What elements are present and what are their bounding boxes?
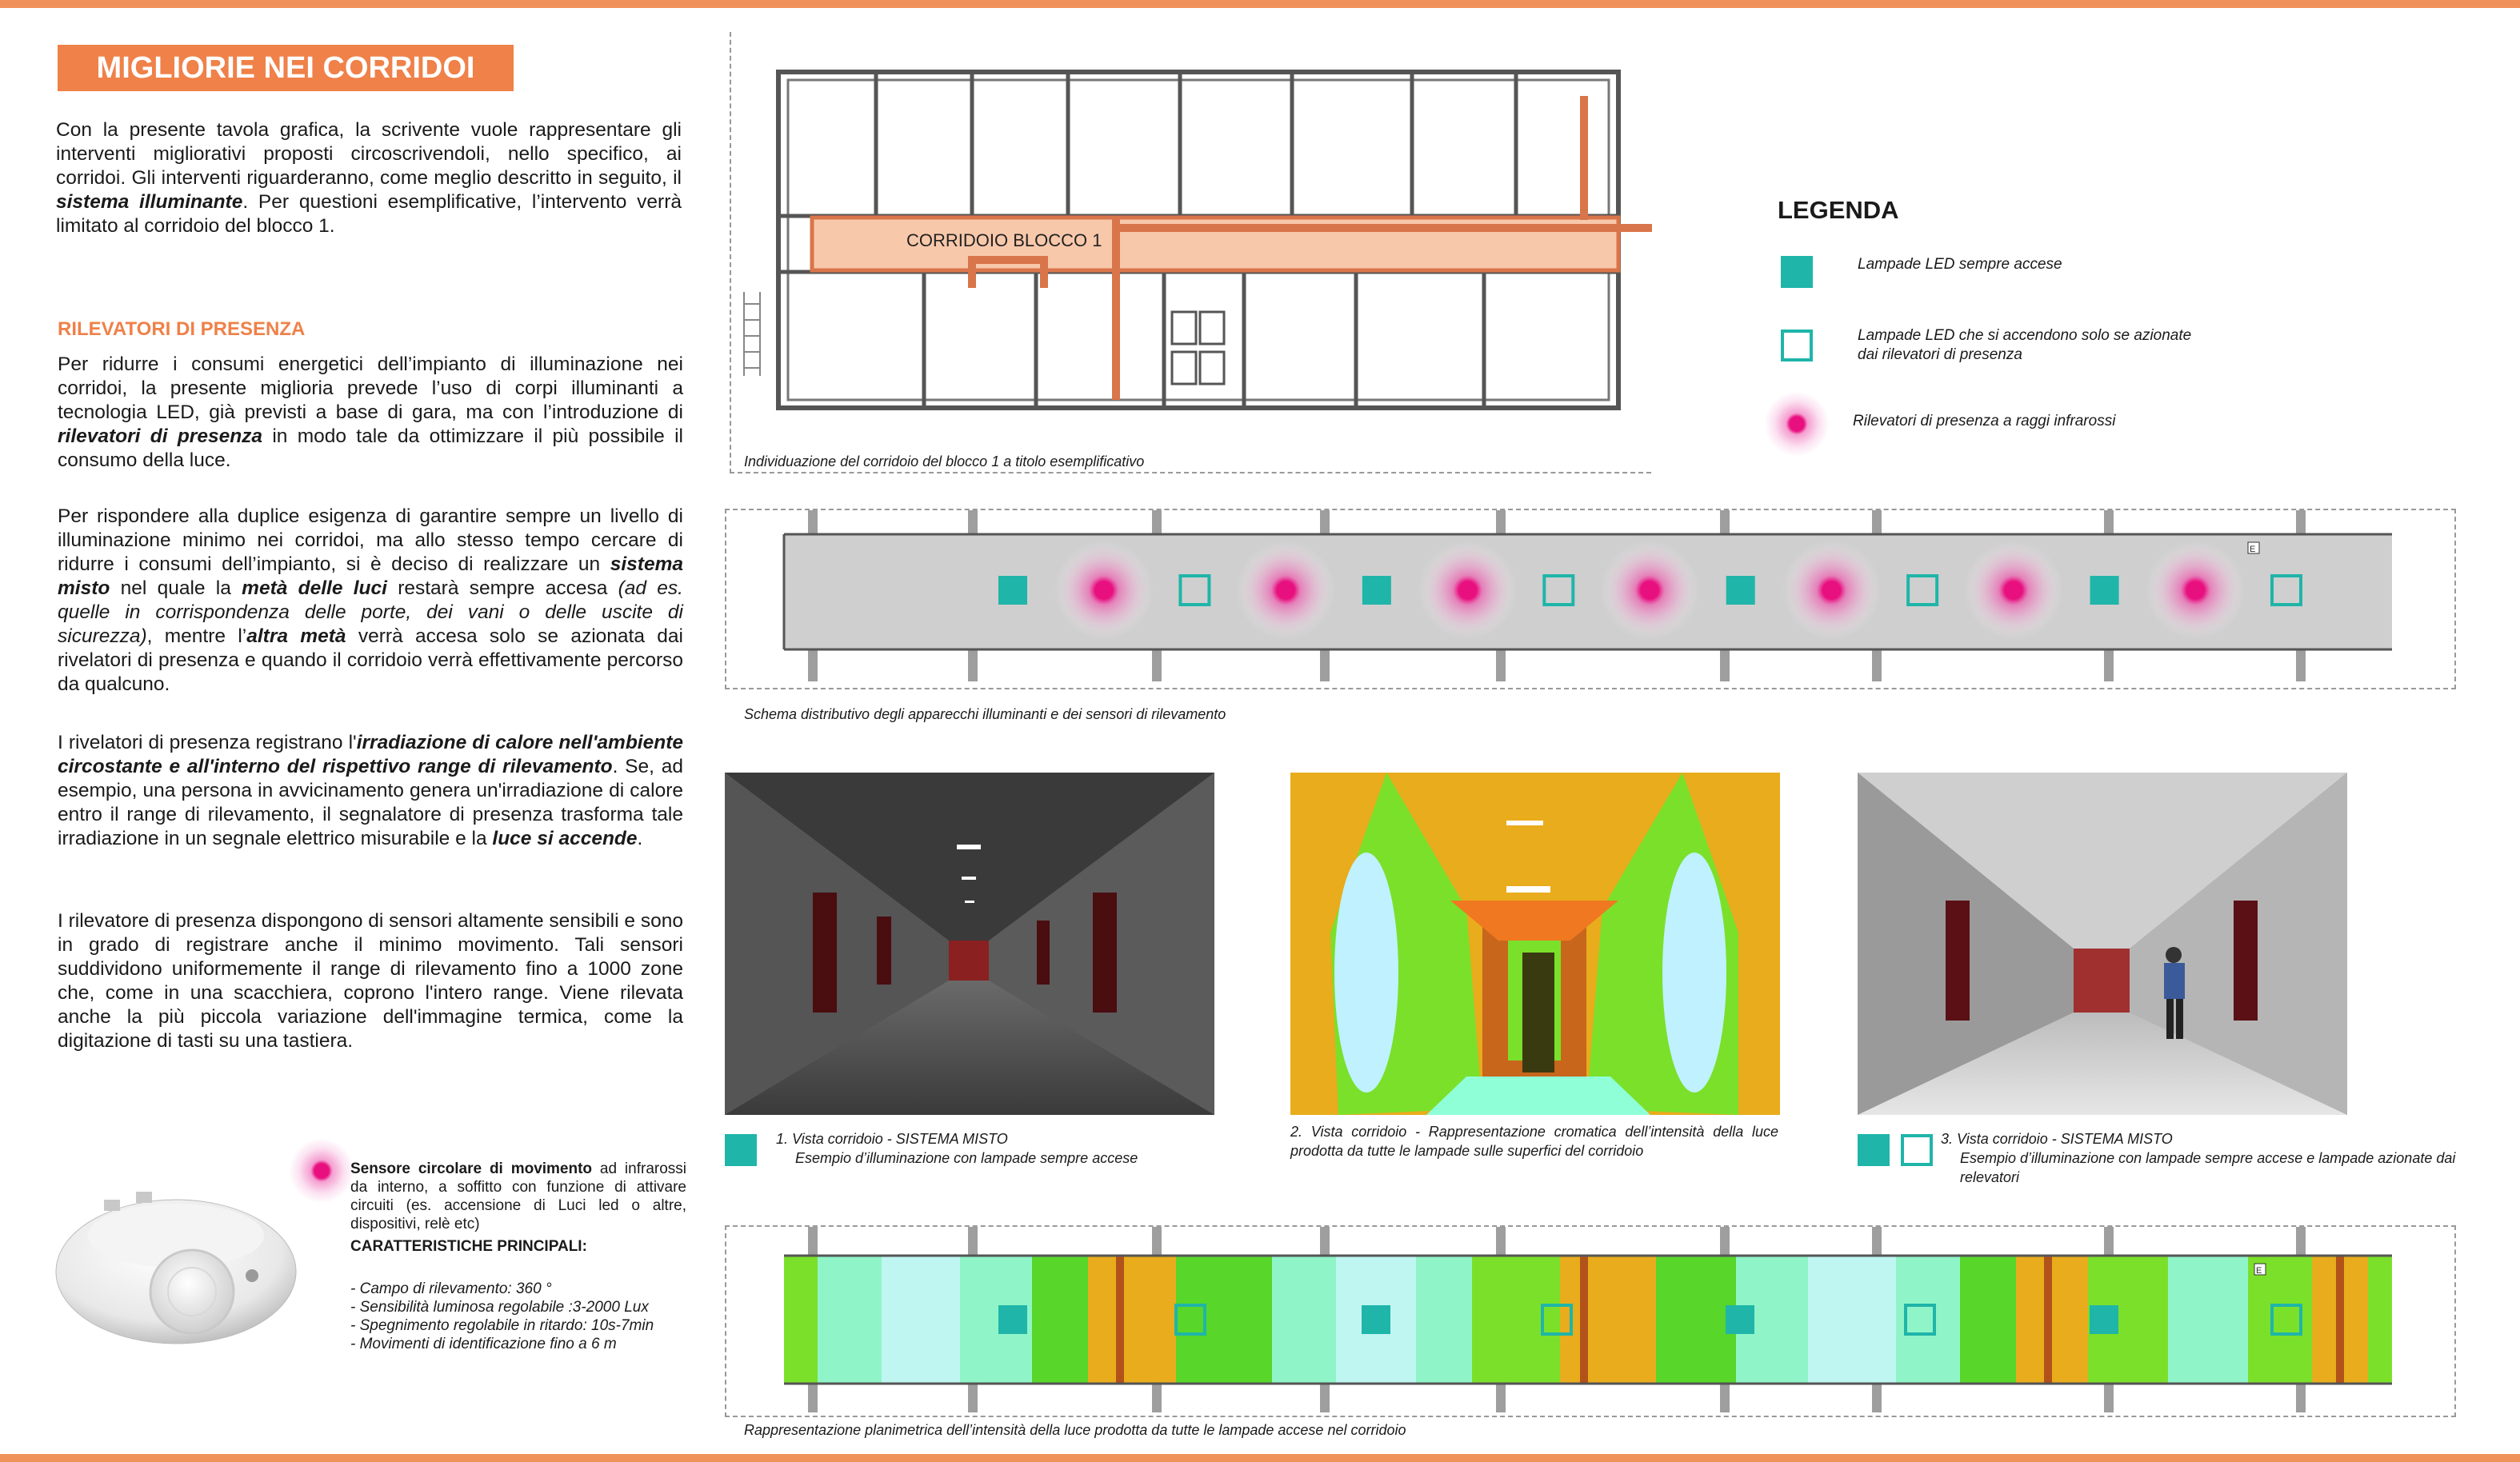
intensity-band [1176,1256,1272,1384]
schema-led-sensor-icon [1542,574,1575,606]
bottom-bar [0,1454,2520,1462]
schema-sensor-icon [1418,541,1518,640]
intensity-hotspot [2336,1256,2344,1384]
page-title: MIGLIORIE NEI CORRIDOI [58,45,514,91]
intensity-hotspot [1116,1256,1124,1384]
view-3-led-sensor-icon [1901,1134,1933,1166]
legend-item-1: Lampade LED sempre accese [1858,256,2062,273]
corridor-view-2-image [1290,773,1780,1115]
schema-sensor-icon [1963,541,2063,640]
intensity-frame [725,1225,2456,1417]
view-2-caption: 2. Vista corridoio - Rappresentazione cr… [1290,1124,1778,1159]
schema-sensor-icon [1600,541,1699,640]
schema-sensor-icon [1782,541,1882,640]
plan-frame [730,32,1651,473]
legend-item-2: Lampade LED che si accendono solo se azi… [1858,327,2192,363]
intensity-band [2168,1256,2248,1384]
intensity-band [882,1256,960,1384]
schema-sensor-icon [1236,541,1336,640]
intensity-led-sensor-icon [1174,1304,1206,1336]
intensity-band [1088,1256,1176,1384]
schema-led-sensor-icon [2270,574,2302,606]
legend-title: LEGENDA [1778,196,1899,224]
section-title: RILEVATORI DI PRESENZA [58,318,306,340]
intensity-led-sensor-icon [2270,1304,2302,1336]
intensity-caption: Rappresentazione planimetrica dell’inten… [744,1422,1406,1438]
intensity-band [1808,1256,1896,1384]
top-bar [0,0,2520,8]
schema-led-always-on-icon [1726,576,1755,605]
intensity-led-always-on-icon [1362,1305,1390,1334]
view-3-led-icon [1858,1134,1890,1166]
sensor-device-image [55,1192,297,1344]
sensor-features-title: CARATTERISTICHE PRINCIPALI: [350,1238,587,1255]
corridor-schema: E [782,510,2392,681]
sensor-description: Sensore circolare di movimento ad infrar… [350,1160,686,1232]
intensity-plan: E [784,1227,2392,1412]
section-paragraph-1: Per ridurre i consumi energetici dell’im… [58,354,683,471]
corridor-view-1-image [725,773,1214,1115]
plan-caption: Individuazione del corridoio del blocco … [744,453,1145,469]
intensity-band [1416,1256,1472,1384]
schema-led-always-on-icon [998,576,1027,605]
intensity-band [1560,1256,1656,1384]
intensity-band [818,1256,882,1384]
floor-plan: CORRIDOIO BLOCCO 1 [743,70,1652,410]
section-paragraph-4: I rilevatore di presenza dispongono di s… [58,910,683,1052]
corridor-view-3-image [1858,773,2347,1115]
schema-led-sensor-icon [1178,574,1211,606]
view-1-caption: 1. Vista corridoio - SISTEMA MISTO Esemp… [776,1131,1138,1166]
intensity-led-sensor-icon [1541,1304,1573,1336]
intensity-band [1472,1256,1560,1384]
schema-led-always-on-icon [2090,576,2119,605]
view-3-caption: 3. Vista corridoio - SISTEMA MISTO Esemp… [1941,1131,2456,1185]
sensor-marker-icon [290,1139,354,1203]
view-1-led-icon [725,1134,757,1166]
intro-paragraph: Con la presente tavola grafica, la scriv… [56,119,682,237]
legend-item-3: Rilevatori di presenza a raggi infraross… [1853,413,2116,429]
section-paragraph-3: I rivelatori di presenza registrano l'ir… [58,732,683,849]
legend-led-sensor-icon [1781,330,1813,362]
intensity-exit-label: E [2256,1266,2262,1276]
schema-sensor-icon [1054,541,1154,640]
legend-led-always-on-icon [1781,256,1813,288]
legend-sensor-icon [1765,392,1829,456]
intensity-led-always-on-icon [1726,1305,1754,1334]
intensity-led-sensor-icon [1904,1304,1936,1336]
schema-led-always-on-icon [1362,576,1391,605]
corridor-label: CORRIDOIO BLOCCO 1 [906,230,1102,250]
intensity-band [1272,1256,1336,1384]
intensity-hotspot [1580,1256,1588,1384]
intensity-band [1960,1256,2016,1384]
intensity-led-always-on-icon [998,1305,1027,1334]
sensor-features-list: - Campo di rilevamento: 360 ° - Sensibil… [350,1280,654,1352]
schema-exit-label: E [2250,545,2255,554]
section-paragraph-2: Per rispondere alla duplice esigenza di … [58,505,683,695]
schema-caption: Schema distributivo degli apparecchi ill… [744,706,1226,722]
schema-sensor-icon [2146,541,2246,640]
intensity-band [1656,1256,1736,1384]
intensity-band [2368,1256,2392,1384]
intensity-band [1032,1256,1088,1384]
intensity-hotspot [2044,1256,2052,1384]
schema-led-sensor-icon [1906,574,1939,606]
intensity-led-always-on-icon [2090,1305,2118,1334]
schema-frame [725,509,2456,689]
intensity-band [784,1256,818,1384]
